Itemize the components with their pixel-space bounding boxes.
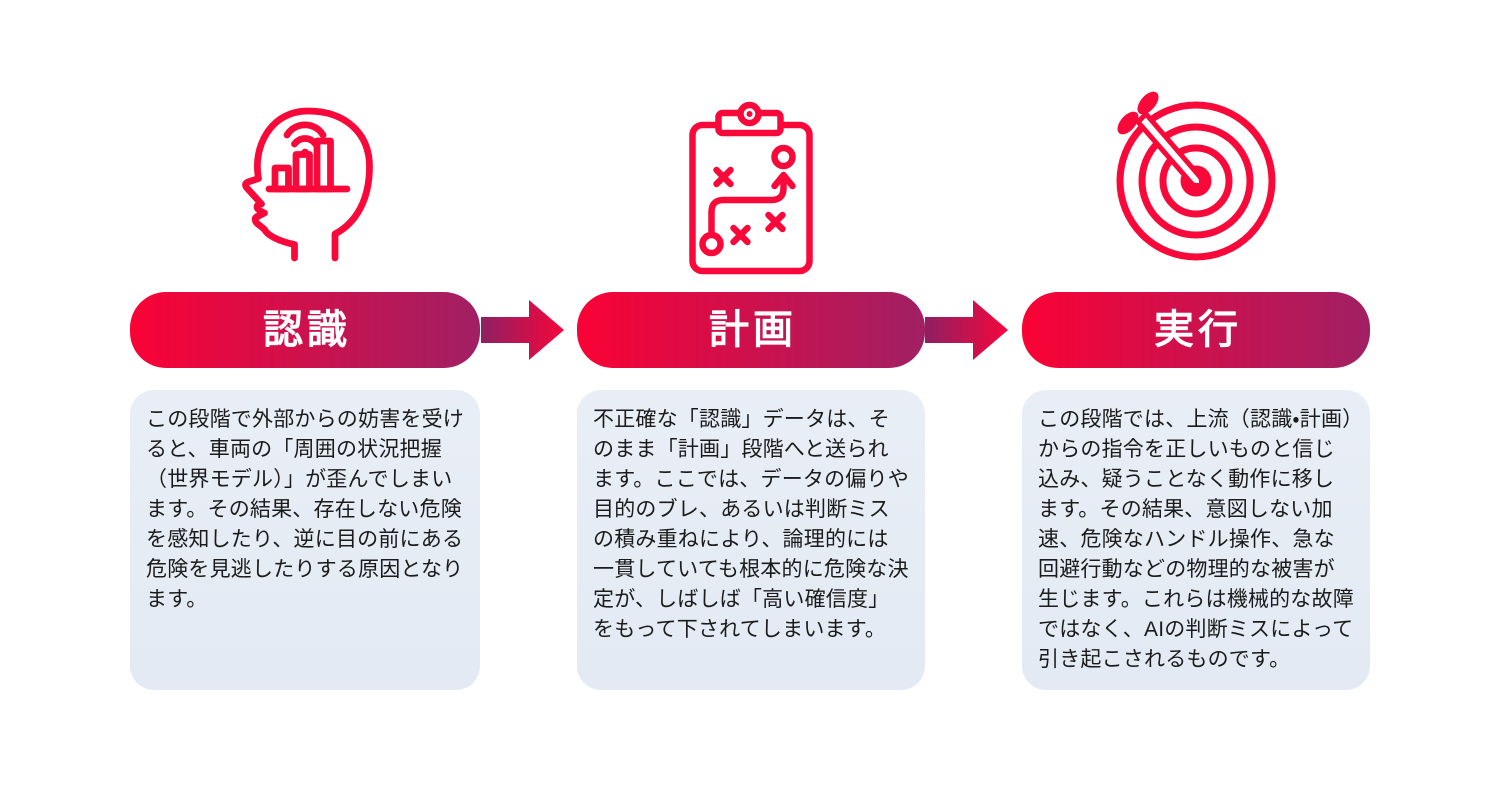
arrow-shape [481,300,564,360]
x-mark [765,211,786,233]
stage-description-box-planning: 不正確な「認識」データは、そのまま「計画」段階へと送られます。ここでは、データの… [577,390,925,690]
head-analytics-icon [230,90,380,270]
route-arrowhead [771,171,796,190]
target-outer-ring [1116,101,1276,261]
clipboard-clip-dot [746,111,753,117]
stage-description-box-recognition: この段階で外部からの妨害を受けると、車両の「周囲の状況把握（世界モデル）」が歪ん… [130,390,480,690]
strategy-route-path [708,175,787,239]
target-inner-ring [1159,144,1233,218]
stage-pill-execution: 実行 [1022,292,1370,368]
flow-arrow-icon [481,300,564,360]
dart-target-icon [1113,88,1279,268]
stage-description: この段階では、上流（認識・計画）からの指令を正しいものと信じ込み、疑うことなく動… [1038,408,1354,671]
arrow-shape [925,300,1008,360]
bar-chart-bar [313,137,334,193]
strategy-clipboard-icon [689,99,814,275]
stage-pill-planning: 計画 [577,292,925,368]
x-mark [730,224,751,246]
stage-title: 認識 [263,308,351,352]
stage-title: 実行 [1154,308,1242,352]
head-profile-outline [242,107,373,262]
route-goal-circle [771,144,796,170]
bar-chart-bar [292,151,313,193]
stage-description: 不正確な「認識」データは、そのまま「計画」段階へと送られます。ここでは、データの… [593,408,909,641]
flow-arrow-icon [925,300,1008,360]
bar-chart-bar [271,164,292,193]
dart-flight [1137,91,1159,115]
stage-column-recognition: 認識 この段階で外部からの妨害を受けると、車両の「周囲の状況把握（世界モデル）」… [130,0,480,785]
dart-flight [1117,111,1139,135]
stage-column-planning: 計画 不正確な「認識」データは、そのまま「計画」段階へと送られます。ここでは、デ… [577,0,925,785]
x-mark [713,166,734,188]
stage-pill-recognition: 認識 [130,292,480,368]
wifi-signal-dot [300,148,310,158]
target-middle-ring [1138,123,1254,239]
stage-description-box-execution: この段階では、上流（認識・計画）からの指令を正しいものと信じ込み、疑うことなく動… [1022,390,1370,690]
stage-column-execution: 実行 この段階では、上流（認識・計画）からの指令を正しいものと信じ込み、疑うこと… [1022,0,1370,785]
stage-title: 計画 [709,308,797,352]
wifi-signal-outer-arc [283,121,327,139]
stage-description: この段階で外部からの妨害を受けると、車両の「周囲の状況把握（世界モデル）」が歪ん… [146,408,464,611]
route-start-circle [699,231,724,257]
dart-shaft [1135,111,1205,189]
wifi-signal-inner-arc [291,135,319,148]
